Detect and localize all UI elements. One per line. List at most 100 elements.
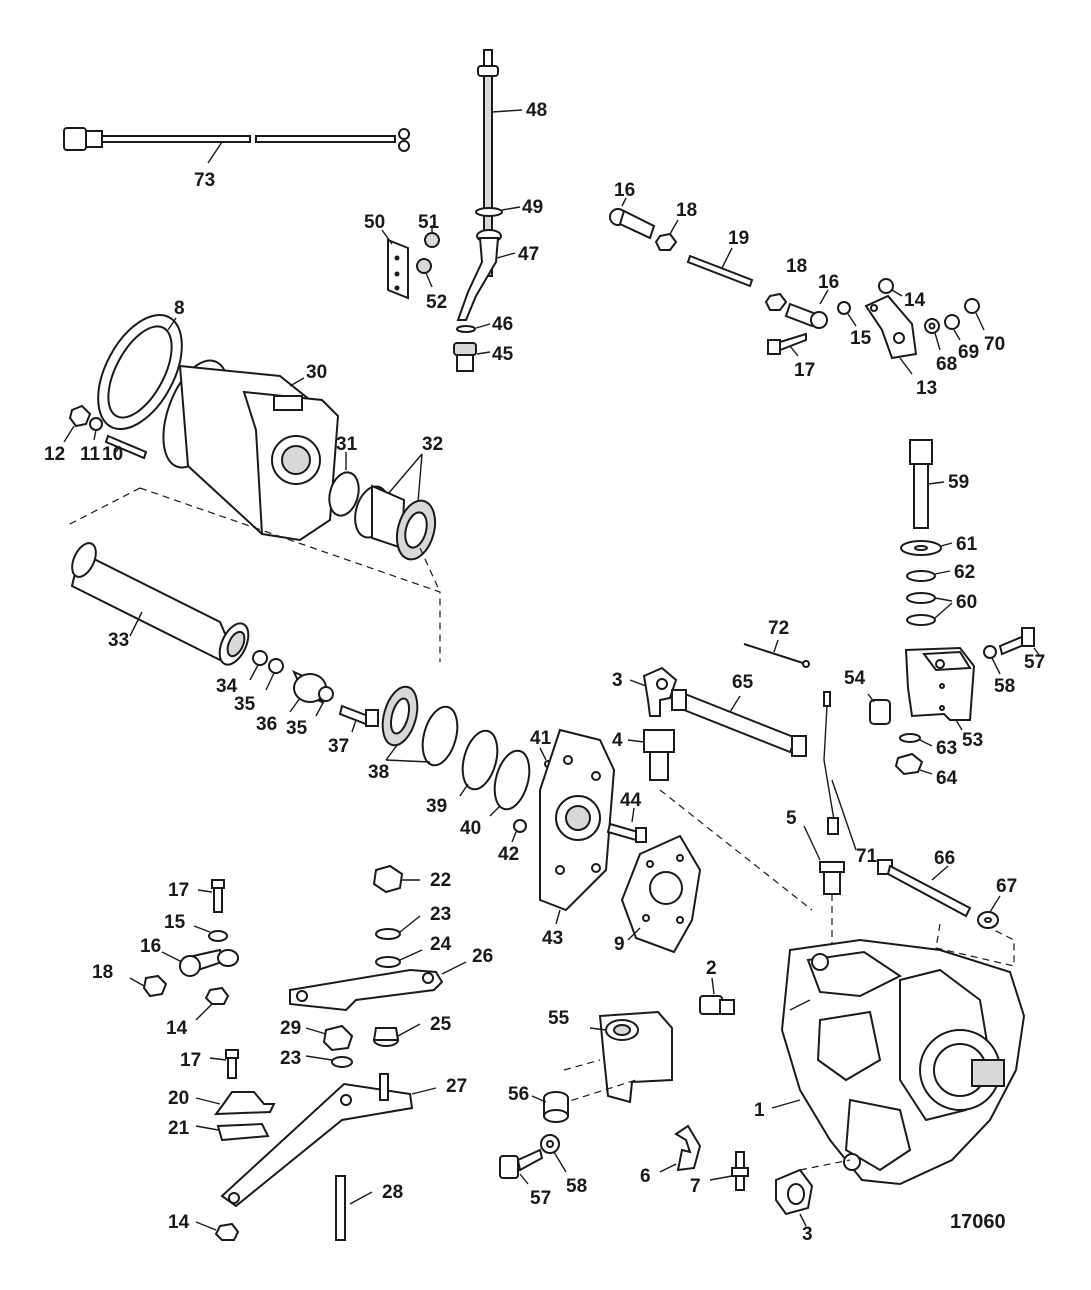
stud-19 [686, 247, 754, 288]
callout-23-b: 23 [280, 1048, 301, 1069]
callout-57-b: 57 [530, 1188, 551, 1209]
fitting-4 [627, 729, 675, 781]
callout-12: 12 [44, 444, 65, 465]
seal-40 [489, 749, 531, 817]
bearing-cup-31 [328, 452, 360, 517]
oring-49 [475, 206, 521, 217]
callout-38: 38 [368, 762, 389, 783]
callout-21: 21 [168, 1118, 190, 1139]
nut-70 [964, 298, 985, 331]
callout-36: 36 [256, 714, 277, 735]
callout-16-b: 16 [818, 272, 839, 293]
washer-67 [977, 895, 1001, 929]
clip-20 [195, 1091, 276, 1116]
oring-39 [459, 729, 499, 797]
callout-30: 30 [306, 362, 327, 383]
bushing-56 [531, 1091, 569, 1123]
washer-35-b [315, 686, 334, 717]
washer-62 [906, 570, 951, 582]
nut-25 [372, 1023, 421, 1047]
callout-3-b: 3 [802, 1224, 813, 1245]
callout-49: 49 [522, 197, 543, 218]
bolt-17-upper [767, 332, 807, 357]
stud-28 [335, 1175, 373, 1241]
callout-16-c: 16 [140, 936, 161, 957]
callout-40: 40 [460, 818, 481, 839]
switch-5 [803, 825, 845, 895]
clamp-6 [659, 1124, 702, 1173]
rod-end-16-upper [609, 197, 656, 240]
nut-14-lower-b [195, 1221, 240, 1241]
tube-65 [671, 689, 807, 757]
bearing-38 [381, 685, 459, 767]
sender-wire-71 [823, 691, 857, 851]
callout-62: 62 [954, 562, 975, 583]
wiring-harness-73 [63, 127, 410, 164]
callout-66: 66 [934, 848, 955, 869]
elbow-3-upper [629, 666, 678, 717]
lever-27 [220, 1073, 437, 1208]
callout-27: 27 [446, 1076, 467, 1097]
callout-73: 73 [194, 170, 215, 191]
washer-63 [899, 733, 933, 747]
callout-69: 69 [958, 342, 979, 363]
washer-58-lower [540, 1134, 567, 1173]
bushing-15-lower [193, 925, 228, 942]
callout-37: 37 [328, 736, 349, 757]
callout-42: 42 [498, 844, 519, 865]
washer-58-upper [983, 645, 1001, 675]
washer-35-a [265, 658, 284, 691]
bolt-17-lower-b [209, 1049, 239, 1079]
washer-69 [944, 314, 961, 341]
fitting-7 [709, 1151, 749, 1191]
bolt-57-lower [499, 1148, 544, 1185]
gasket-9 [620, 834, 702, 954]
washer-23-b [305, 1055, 353, 1068]
callout-50: 50 [364, 212, 385, 233]
callout-47: 47 [518, 244, 539, 265]
nut-18-lower [764, 292, 788, 311]
rod-end-16-lower-left [161, 948, 239, 977]
callout-19: 19 [728, 228, 749, 249]
callout-15-a: 15 [850, 328, 872, 349]
callout-43: 43 [542, 928, 563, 949]
callout-11: 11 [80, 444, 101, 465]
bracket-50 [381, 229, 409, 300]
callout-57-a: 57 [1024, 652, 1045, 673]
callout-53: 53 [962, 730, 983, 751]
washer-11 [89, 417, 103, 441]
callout-2: 2 [706, 958, 717, 979]
callout-44: 44 [620, 790, 642, 811]
callout-7: 7 [690, 1176, 701, 1197]
lever-plate-13 [864, 294, 918, 375]
plate-21 [195, 1122, 270, 1142]
callout-39: 39 [426, 796, 447, 817]
callout-52: 52 [426, 292, 447, 313]
nut-14-upper [878, 278, 903, 297]
callout-67: 67 [996, 876, 1017, 897]
callout-18-c: 18 [92, 962, 113, 983]
callout-labels: 73 48 49 47 46 45 50 51 52 16 18 19 18 1… [44, 100, 1045, 1245]
nut-12 [63, 404, 92, 443]
callout-15-b: 15 [164, 912, 186, 933]
callout-22: 22 [430, 870, 451, 891]
callout-58-b: 58 [566, 1176, 587, 1197]
callout-35-b: 35 [286, 718, 308, 739]
washer-24 [375, 949, 423, 968]
dipstick-tube-47 [456, 229, 516, 321]
nut-64 [894, 752, 933, 776]
rod-end-16-lower [784, 289, 829, 329]
callout-54: 54 [844, 668, 866, 689]
callout-26: 26 [472, 946, 493, 967]
shaft-33 [70, 542, 250, 666]
washer-23-a [375, 915, 421, 940]
callout-56: 56 [508, 1084, 529, 1105]
callout-20: 20 [168, 1088, 189, 1109]
figure-number: 17060 [950, 1211, 1006, 1233]
callout-46: 46 [492, 314, 513, 335]
callout-10: 10 [102, 444, 123, 465]
callout-8: 8 [174, 298, 185, 319]
callout-13: 13 [916, 378, 937, 399]
